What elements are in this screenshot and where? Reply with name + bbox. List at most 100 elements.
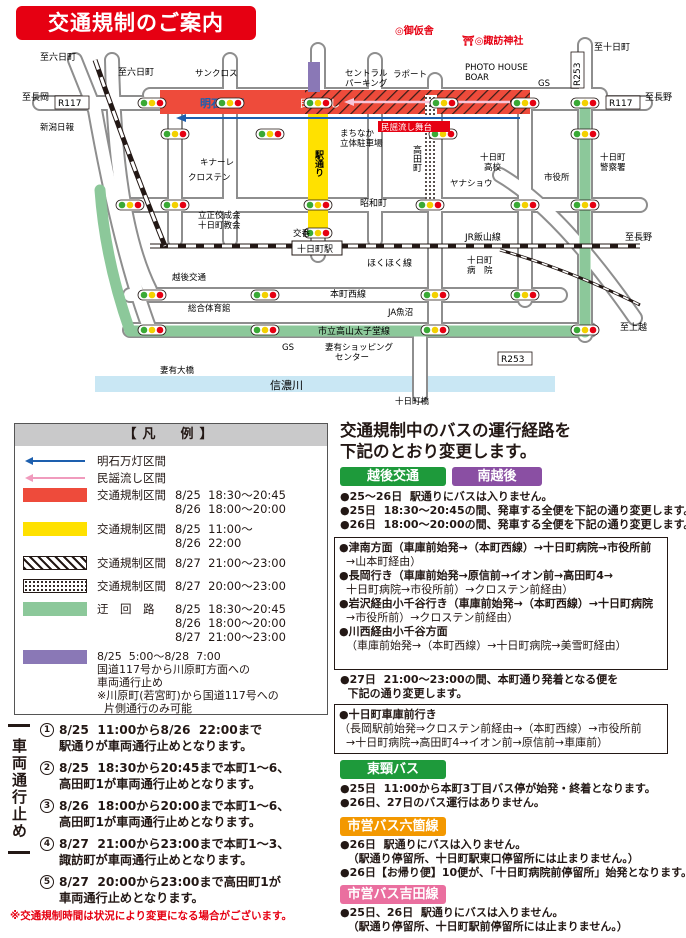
traffic-signal-icon <box>160 199 190 211</box>
tag-toukei-bus: 東頸バス <box>340 760 446 779</box>
legend-row-dotted: 交通規制区間 8/27 20:00〜23:00 <box>23 579 286 593</box>
legend-row-hatched: 交通規制区間 8/27 21:00〜23:00 <box>23 556 286 570</box>
traffic-signals <box>115 97 600 336</box>
traffic-signal-icon <box>250 289 280 301</box>
suwa-shrine: ⛩◎諏訪神社 <box>462 34 523 47</box>
central-parking: セントラル <box>345 69 388 79</box>
dotted-swatch <box>23 579 87 593</box>
svg-text:BOAR: BOAR <box>465 73 489 83</box>
yoshida-notes: ●25日、26日 駅通りにバスは入りません。 （駅通り停留所、十日町駅前停留所に… <box>340 906 628 933</box>
to-tokamachi-top: 至十日町 <box>594 41 630 53</box>
traffic-signal-icon <box>570 199 600 211</box>
road-labels: R117 R117 R253 R253 至六日町 至六日町 至十日町 至長岡 至… <box>22 41 672 366</box>
gs-top: GS <box>538 79 550 89</box>
note-27th: ●27日 21:00〜23:00の間、本町通り発着となる便を 下記の通り変更しま… <box>340 673 619 700</box>
tokamachi-station <box>291 240 343 256</box>
pink-arrow-swatch <box>25 474 85 482</box>
rapport: ラポート <box>393 70 427 80</box>
route-box-2: ●十日町車庫前行き （長岡駅前始発⇒クロステン前経由→（本町西線）→市役所前 →… <box>334 704 668 754</box>
bus-heading: 交通規制中のバスの運行経路を 下記のとおり変更します。 <box>340 421 571 461</box>
traffic-signal-icon <box>215 97 245 109</box>
svg-text:警察署: 警察署 <box>600 162 626 173</box>
police: 十日町 <box>600 152 626 163</box>
traffic-signal-icon <box>570 128 600 140</box>
closures-heading: 車両通行止め <box>8 724 30 854</box>
green-swatch <box>23 602 87 616</box>
tag-minami-echigo: 南越後 <box>452 467 542 486</box>
svg-text:センター: センター <box>335 353 369 363</box>
legend-row-minyo: 民謡流し区間 <box>23 471 175 485</box>
traffic-signal-icon <box>420 324 450 336</box>
omikari: ◎御仮舎 <box>395 24 435 37</box>
blue-arrow-swatch <box>25 457 85 465</box>
to-joetsu: 至上越 <box>620 321 647 333</box>
city-hall: 市役所 <box>544 172 570 183</box>
to-nagaoka: 至長岡 <box>22 92 49 103</box>
ja-uonuma: JA魚沼 <box>387 307 413 318</box>
legend-row-purple: 8/25 5:00〜8/28 7:00 国道117号から川原町方面への 車両通行… <box>23 650 279 715</box>
yellow-swatch <box>23 522 87 536</box>
traffic-signal-icon <box>429 97 459 109</box>
to-muikamachi: 至六日町 <box>118 66 154 78</box>
svg-text:立体駐車場: 立体駐車場 <box>340 138 383 149</box>
traffic-signal-icon <box>250 324 280 336</box>
r253-top: R253 <box>573 63 583 86</box>
photo-house: PHOTO HOUSE <box>465 63 528 73</box>
shinano-river <box>95 376 555 392</box>
eki-dori: 駅通り <box>313 150 324 177</box>
minyo-stage: 民謡流し舞台 <box>381 122 432 133</box>
svg-text:十日町教会: 十日町教会 <box>198 220 241 231</box>
koban: 交番 <box>293 228 311 239</box>
r253-bottom: R253 <box>501 355 524 365</box>
traffic-signal-icon <box>303 227 333 239</box>
landmark-labels: ◎御仮舎 ⛩◎諏訪神社 サンクロス セントラル パーキング ラポート PHOTO… <box>40 24 626 407</box>
railways <box>92 59 641 307</box>
tokamachi-station-label: 十日町駅 <box>297 243 333 255</box>
church: 立正佼成会 <box>198 210 241 221</box>
traffic-signal-icon <box>255 128 285 140</box>
r117-left: R117 <box>58 99 81 109</box>
tsumaari-sc: 妻有ショッピング <box>325 342 394 353</box>
takadamachi: 高田町 <box>411 144 422 172</box>
tag-muika-line: 市営バス六箇線 <box>340 817 446 836</box>
shinano-label: 信濃川 <box>270 378 303 392</box>
kinaare: キナーレ <box>200 158 234 168</box>
traffic-signal-icon <box>303 199 333 211</box>
traffic-signal-icon <box>510 289 540 301</box>
traffic-signal-icon <box>570 97 600 109</box>
traffic-signal-icon <box>160 128 190 140</box>
traffic-signal-icon <box>510 199 540 211</box>
traffic-signal-icon <box>415 199 445 211</box>
echigo-notes: ●25〜26日 駅通りにバスは入りません。 ●25日 18:30〜20:45の間… <box>340 490 686 531</box>
dotted-zone <box>425 95 437 205</box>
tag-yoshida-line: 市営バス吉田線 <box>340 885 446 904</box>
tokamachi-high: 十日町 <box>480 152 506 163</box>
traffic-signal-icon <box>115 199 145 211</box>
gs-bottom: GS <box>282 343 294 353</box>
traffic-signal-icon <box>137 289 167 301</box>
jr-iiyama-line: JR飯山線 <box>464 231 501 243</box>
detour-route <box>94 98 591 338</box>
legend: 【凡 例】 明石万灯区間 民謡流し区間 交通規制区間 8/25 18:30〜20… <box>14 423 328 715</box>
shouwa-machi: 昭和町 <box>360 198 387 209</box>
echigo-koutsu: 越後交通 <box>172 272 207 283</box>
muika-notes: ●26日 駅通りにバスは入りません。 （駅通り停留所、十日町駅東口停留所には止ま… <box>340 838 686 879</box>
legend-row-akashi: 明石万灯区間 <box>23 454 175 468</box>
honcho-nishi: 本町西線 <box>330 288 366 300</box>
to-nagano: 至長野 <box>645 92 672 103</box>
minyo-arrowhead <box>344 98 354 106</box>
route-box-1: ●津南方面（車庫前始発→（本町西線）→十日町病院→市役所前 →山本町経由） ●長… <box>334 537 668 670</box>
legend-row-detour: 迂 回 路 8/25 18:30〜20:45 8/26 18:00〜20:00 … <box>23 602 286 644</box>
akashi-arrowhead <box>176 114 186 122</box>
legend-row-yellow: 交通規制区間 8/25 11:00〜 8/26 22:00 <box>23 522 253 550</box>
svg-text:高校: 高校 <box>484 162 502 173</box>
traffic-signal-icon <box>137 324 167 336</box>
legend-row-red: 交通規制区間 8/25 18:30〜20:45 8/26 18:00〜20:00 <box>23 488 286 516</box>
traffic-map: 信濃川 <box>22 24 672 407</box>
hospital: 十日町 <box>467 255 493 266</box>
